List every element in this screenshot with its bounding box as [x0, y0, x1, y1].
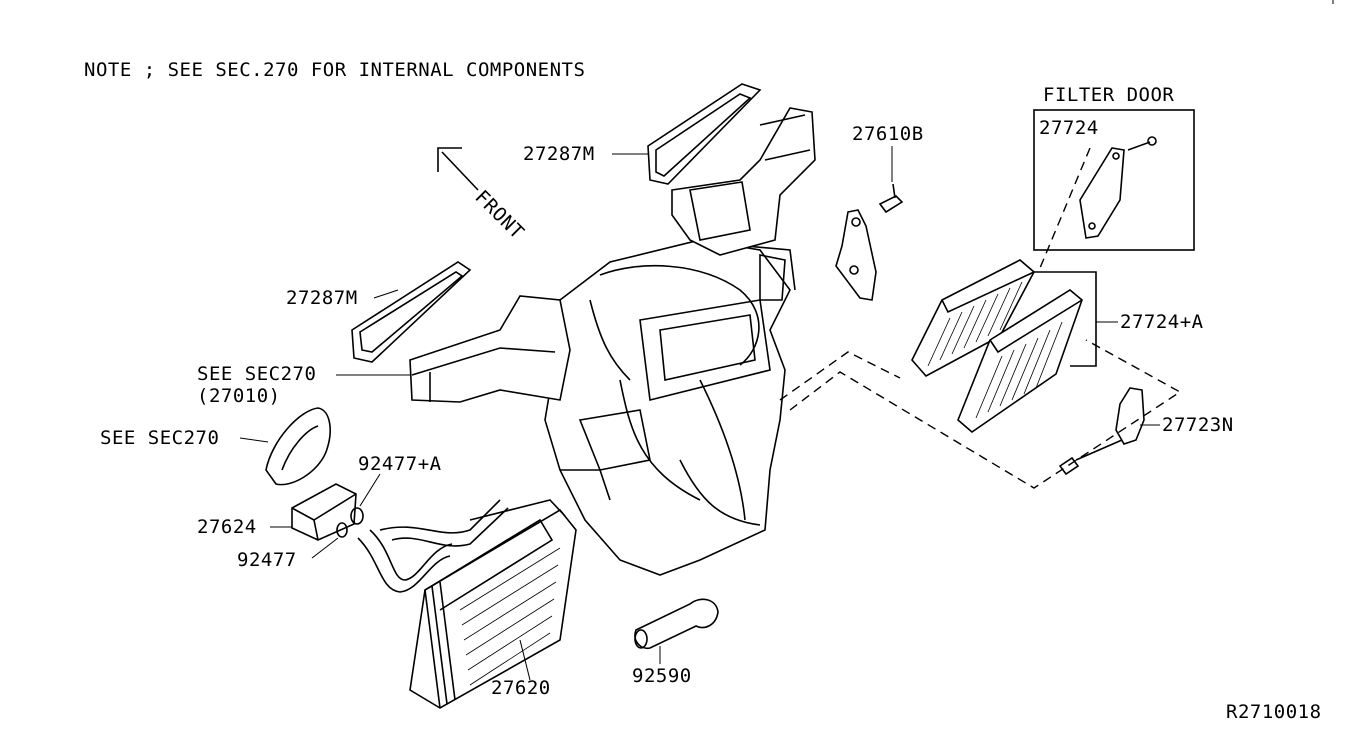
callout-92590: 92590 [632, 665, 692, 687]
callout-27610b: 27610B [852, 123, 924, 145]
callout-27723n: 27723N [1162, 414, 1234, 436]
callout-27724: 27724 [1039, 117, 1099, 139]
block-27624: 27624 [197, 483, 357, 541]
filter-door-frame [1033, 109, 1195, 251]
diagram-id: R2710018 [1226, 701, 1322, 723]
front-label: FRONT [470, 186, 528, 244]
bracket-27610b: 27610B [835, 123, 924, 301]
callout-27724a: 27724+A [1120, 311, 1204, 333]
o-ring-92477a [350, 507, 364, 525]
callout-27620: 27620 [491, 677, 551, 699]
filter-door-title: FILTER DOOR [1043, 84, 1174, 106]
evaporator-core-27620: 27620 [409, 499, 577, 709]
blower-resistor-part: SEE SEC270 [100, 407, 331, 486]
callout-27624: 27624 [197, 516, 257, 538]
o-ring-92477 [336, 522, 348, 538]
evaporator-pipes [357, 499, 509, 593]
filter-door-box: FILTER DOOR 27724 [1033, 84, 1195, 251]
cabin-filter-27724a: 27724+A [911, 259, 1204, 434]
part-92590: 92590 [632, 598, 719, 687]
gasket-27287m-upper: 27287M [523, 83, 762, 185]
dashed-assembly-lines [779, 147, 1182, 489]
callout-see-sec270-duct-ref: (27010) [197, 385, 281, 407]
callout-92477a: 92477+A [358, 453, 442, 475]
front-arrow-icon: FRONT [437, 147, 528, 244]
callout-see-sec270-duct: SEE SEC270 [197, 363, 316, 385]
callout-27287m-upper: 27287M [523, 143, 595, 165]
gasket-27287m-lower: 27287M [286, 261, 472, 363]
note-text: NOTE ; SEE SEC.270 FOR INTERNAL COMPONEN… [84, 59, 585, 81]
heater-unit-housing [409, 107, 816, 576]
callout-92477: 92477 [237, 549, 297, 571]
sensor-27723n: 27723N [1058, 387, 1234, 476]
callout-27287m-lower: 27287M [286, 287, 358, 309]
callout-see-sec270-blower: SEE SEC270 [100, 427, 219, 449]
